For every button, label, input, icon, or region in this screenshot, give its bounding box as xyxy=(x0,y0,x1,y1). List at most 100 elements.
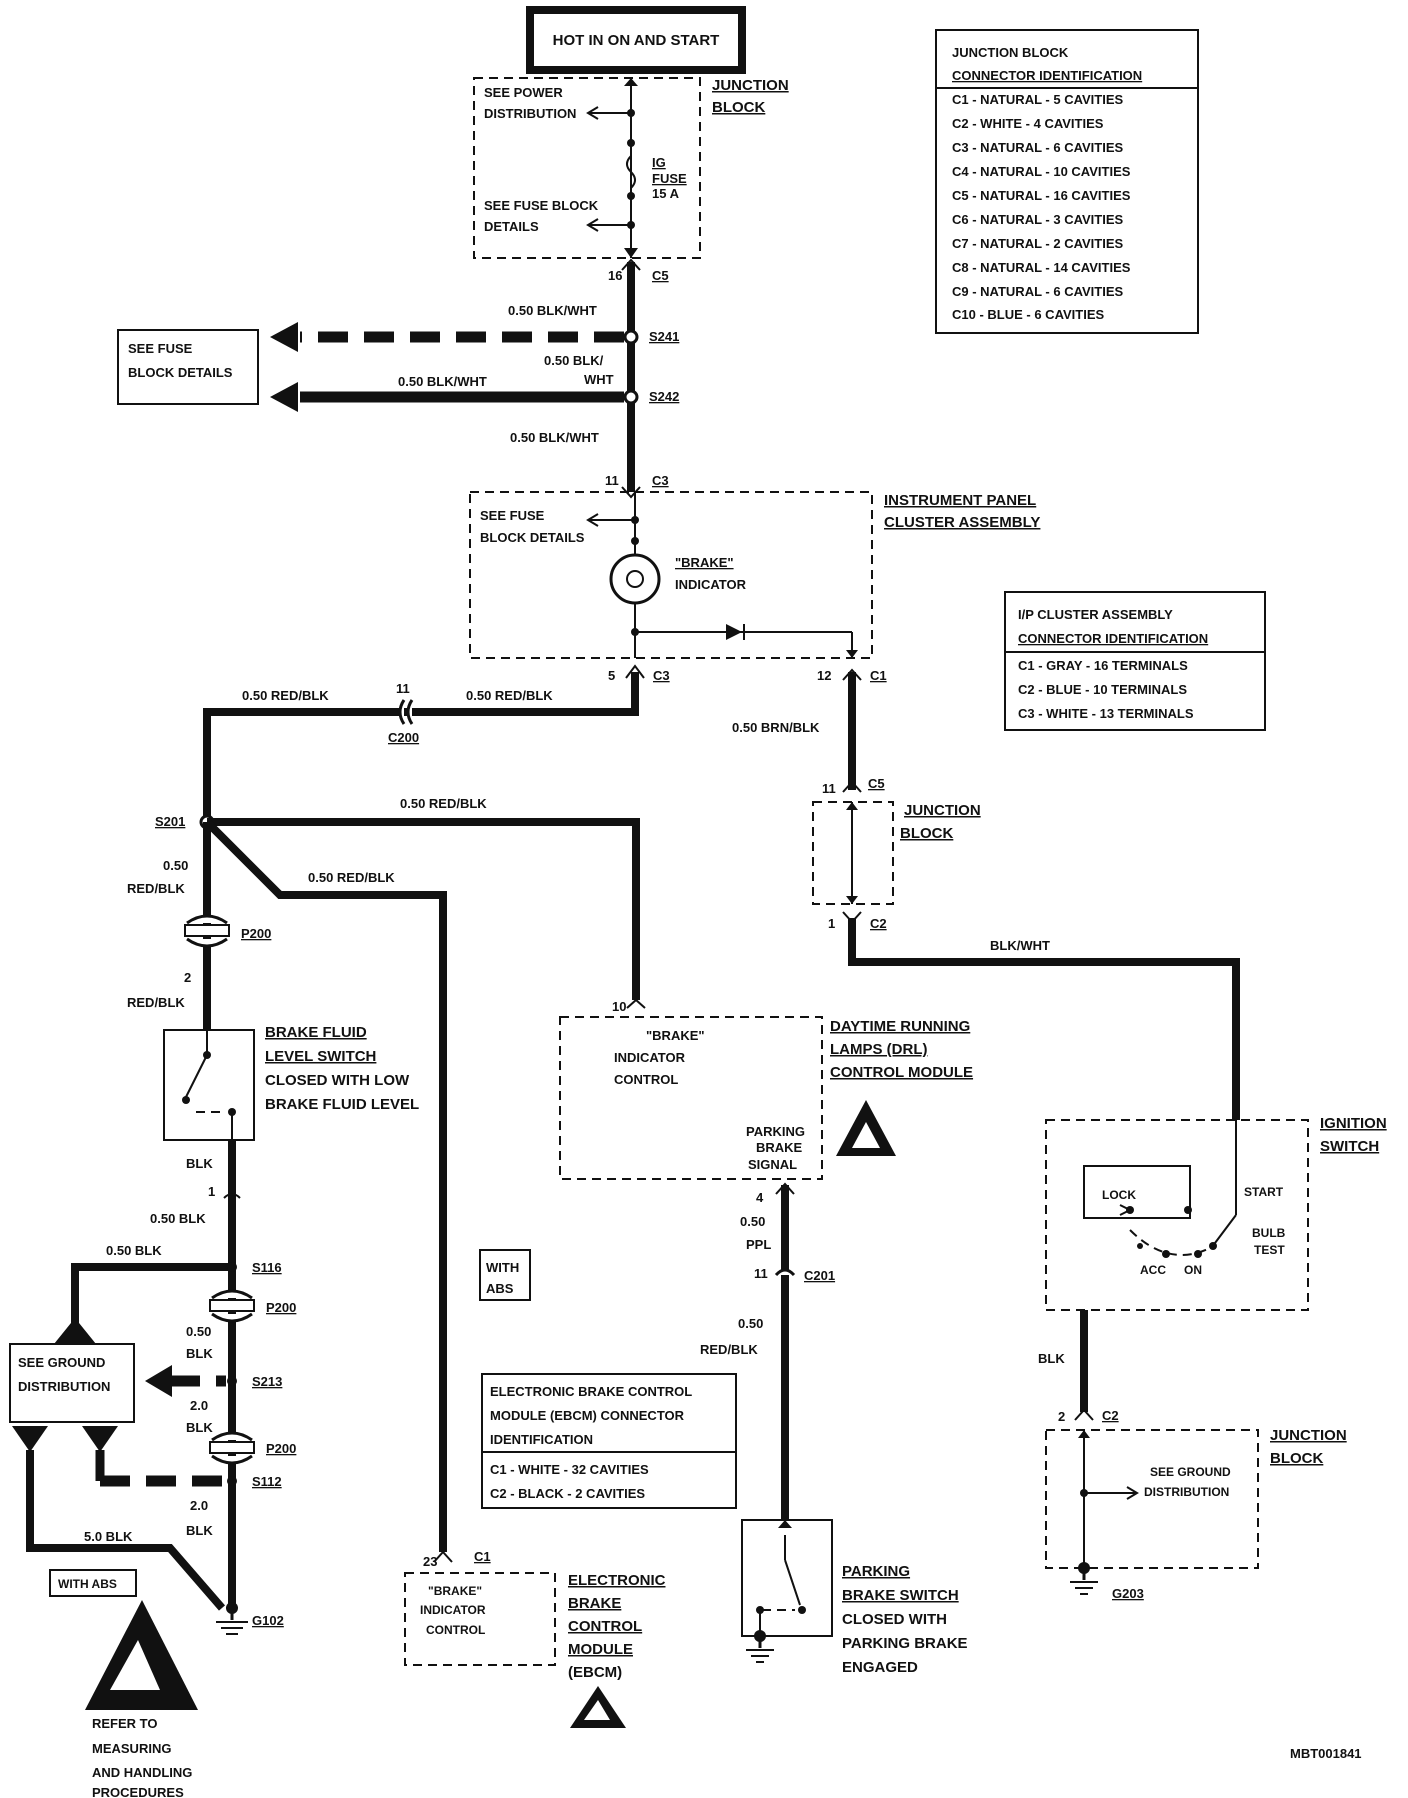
svg-text:ABS: ABS xyxy=(486,1281,514,1296)
svg-text:CLOSED WITH LOW: CLOSED WITH LOW xyxy=(265,1072,410,1089)
svg-text:BLOCK: BLOCK xyxy=(1270,1450,1323,1467)
svg-text:0.50: 0.50 xyxy=(186,1324,211,1339)
svg-text:BLOCK: BLOCK xyxy=(900,825,953,842)
svg-text:G203: G203 xyxy=(1112,1586,1144,1601)
svg-text:0.50 RED/BLK: 0.50 RED/BLK xyxy=(308,870,395,885)
svg-text:P200: P200 xyxy=(266,1300,296,1315)
svg-text:0.50: 0.50 xyxy=(738,1316,763,1331)
svg-text:0.50 BLK/WHT: 0.50 BLK/WHT xyxy=(510,430,599,445)
svg-text:BLOCK: BLOCK xyxy=(712,99,765,116)
svg-text:INDICATOR: INDICATOR xyxy=(420,1603,486,1617)
svg-text:IGNITION: IGNITION xyxy=(1320,1115,1387,1132)
svg-text:C2: C2 xyxy=(870,916,887,931)
svg-text:11: 11 xyxy=(822,781,836,796)
svg-text:23: 23 xyxy=(423,1554,437,1569)
svg-text:RED/BLK: RED/BLK xyxy=(700,1342,758,1357)
svg-text:REFER TO: REFER TO xyxy=(92,1716,158,1731)
svg-text:S213: S213 xyxy=(252,1374,282,1389)
svg-text:DISTRIBUTION: DISTRIBUTION xyxy=(1144,1485,1229,1499)
svg-text:0.50 BLK: 0.50 BLK xyxy=(150,1211,206,1226)
svg-text:SEE FUSE: SEE FUSE xyxy=(480,508,545,523)
ebcm-module: 23 C1 "BRAKE" INDICATOR CONTROL ELECTRON… xyxy=(404,1549,666,1728)
parking-brake-switch: PARKING BRAKE SWITCH CLOSED WITH PARKING… xyxy=(741,1519,968,1676)
svg-text:C9 - NATURAL - 6 CAVITIES: C9 - NATURAL - 6 CAVITIES xyxy=(952,284,1124,299)
svg-text:BLK: BLK xyxy=(186,1523,213,1538)
svg-text:C1 - GRAY - 16 TERMINALS: C1 - GRAY - 16 TERMINALS xyxy=(1018,658,1188,673)
svg-text:0.50 BLK/WHT: 0.50 BLK/WHT xyxy=(508,303,597,318)
svg-text:C1: C1 xyxy=(870,668,887,683)
diode-icon xyxy=(726,624,742,640)
svg-text:BLK/WHT: BLK/WHT xyxy=(990,938,1050,953)
svg-text:MODULE (EBCM) CONNECTOR: MODULE (EBCM) CONNECTOR xyxy=(490,1408,685,1423)
svg-text:C2 - WHITE - 4 CAVITIES: C2 - WHITE - 4 CAVITIES xyxy=(952,116,1104,131)
junction-block-top: SEE POWER DISTRIBUTION IG FUSE 15 A SEE … xyxy=(473,77,789,283)
p200-connector-icon xyxy=(184,914,230,948)
svg-text:SEE FUSE: SEE FUSE xyxy=(128,341,193,356)
ground-symbol-icon xyxy=(746,1636,774,1663)
ground-symbol-icon xyxy=(1070,1568,1098,1595)
p200-connector-icon xyxy=(209,1431,255,1465)
svg-text:PARKING: PARKING xyxy=(746,1124,805,1139)
svg-text:CLOSED WITH: CLOSED WITH xyxy=(842,1611,947,1628)
ebcm-connector-table: ELECTRONIC BRAKE CONTROL MODULE (EBCM) C… xyxy=(481,1373,737,1509)
svg-text:JUNCTION: JUNCTION xyxy=(904,802,981,819)
svg-text:11: 11 xyxy=(605,473,619,488)
svg-text:DISTRIBUTION: DISTRIBUTION xyxy=(18,1379,110,1394)
svg-text:12: 12 xyxy=(817,668,831,683)
svg-text:WITH ABS: WITH ABS xyxy=(58,1577,117,1591)
svg-text:RED/BLK: RED/BLK xyxy=(127,995,185,1010)
svg-text:TEST: TEST xyxy=(1254,1243,1285,1257)
svg-text:ENGAGED: ENGAGED xyxy=(842,1659,918,1676)
svg-text:0.50: 0.50 xyxy=(740,1214,765,1229)
svg-text:0.50 BRN/BLK: 0.50 BRN/BLK xyxy=(732,720,820,735)
svg-text:P200: P200 xyxy=(241,926,271,941)
svg-text:P200: P200 xyxy=(266,1441,296,1456)
svg-text:JUNCTION BLOCK: JUNCTION BLOCK xyxy=(952,45,1069,60)
svg-text:PARKING: PARKING xyxy=(842,1563,910,1580)
svg-text:1: 1 xyxy=(208,1184,215,1199)
svg-text:BRAKE FLUID: BRAKE FLUID xyxy=(265,1024,367,1041)
svg-text:ELECTRONIC: ELECTRONIC xyxy=(568,1572,666,1589)
svg-text:BRAKE SWITCH: BRAKE SWITCH xyxy=(842,1587,959,1604)
brake-fluid-level-switch: BRAKE FLUID LEVEL SWITCH CLOSED WITH LOW… xyxy=(163,1024,419,1141)
drl-control-module: 10 "BRAKE" INDICATOR CONTROL PARKING BRA… xyxy=(559,998,973,1180)
svg-text:C1 - NATURAL - 5 CAVITIES: C1 - NATURAL - 5 CAVITIES xyxy=(952,92,1124,107)
svg-text:C3 - NATURAL - 6 CAVITIES: C3 - NATURAL - 6 CAVITIES xyxy=(952,140,1124,155)
instrument-panel-cluster: SEE FUSE BLOCK DETAILS "BRAKE" INDICATOR… xyxy=(469,473,1040,683)
svg-text:C3: C3 xyxy=(653,668,670,683)
svg-text:2.0: 2.0 xyxy=(190,1398,208,1413)
svg-text:"BRAKE": "BRAKE" xyxy=(428,1584,482,1598)
svg-text:S112: S112 xyxy=(252,1474,282,1489)
svg-text:I/P CLUSTER ASSEMBLY: I/P CLUSTER ASSEMBLY xyxy=(1018,607,1173,622)
svg-text:INSTRUMENT PANEL: INSTRUMENT PANEL xyxy=(884,492,1036,509)
svg-text:LEVEL SWITCH: LEVEL SWITCH xyxy=(265,1048,376,1065)
with-abs-center-label: WITH ABS xyxy=(479,1249,531,1301)
svg-text:CLUSTER ASSEMBLY: CLUSTER ASSEMBLY xyxy=(884,514,1040,531)
svg-text:2: 2 xyxy=(1058,1409,1065,1424)
svg-text:C3: C3 xyxy=(652,473,669,488)
svg-text:S116: S116 xyxy=(252,1260,282,1275)
svg-text:LOCK: LOCK xyxy=(1102,1188,1136,1202)
svg-text:WITH: WITH xyxy=(486,1260,519,1275)
fuse-icon xyxy=(626,155,636,189)
svg-text:SIGNAL: SIGNAL xyxy=(748,1157,797,1172)
svg-text:BLK: BLK xyxy=(186,1156,213,1171)
svg-text:DETAILS: DETAILS xyxy=(484,219,539,234)
svg-text:C1 - WHITE - 32 CAVITIES: C1 - WHITE - 32 CAVITIES xyxy=(490,1462,649,1477)
svg-text:0.50 RED/BLK: 0.50 RED/BLK xyxy=(400,796,487,811)
svg-text:C10 - BLUE - 6 CAVITIES: C10 - BLUE - 6 CAVITIES xyxy=(952,307,1105,322)
svg-text:BRAKE: BRAKE xyxy=(568,1595,621,1612)
svg-text:INDICATOR: INDICATOR xyxy=(614,1050,686,1065)
svg-text:BRAKE FLUID LEVEL: BRAKE FLUID LEVEL xyxy=(265,1096,419,1113)
svg-text:BLK: BLK xyxy=(186,1346,213,1361)
svg-text:MODULE: MODULE xyxy=(568,1641,633,1658)
svg-text:IG: IG xyxy=(652,155,666,170)
esd-warning-left: REFER TO MEASURING AND HANDLING PROCEDUR… xyxy=(85,1600,198,1798)
svg-text:DAYTIME RUNNING: DAYTIME RUNNING xyxy=(830,1018,970,1035)
svg-text:PPL: PPL xyxy=(746,1237,771,1252)
svg-text:HOT IN ON AND START: HOT IN ON AND START xyxy=(553,32,720,49)
svg-text:IDENTIFICATION: IDENTIFICATION xyxy=(490,1432,593,1447)
junction-block-bottom: SEE GROUND DISTRIBUTION JUNCTION BLOCK G… xyxy=(1045,1427,1347,1601)
svg-text:FUSE: FUSE xyxy=(652,171,687,186)
svg-text:4: 4 xyxy=(756,1190,764,1205)
